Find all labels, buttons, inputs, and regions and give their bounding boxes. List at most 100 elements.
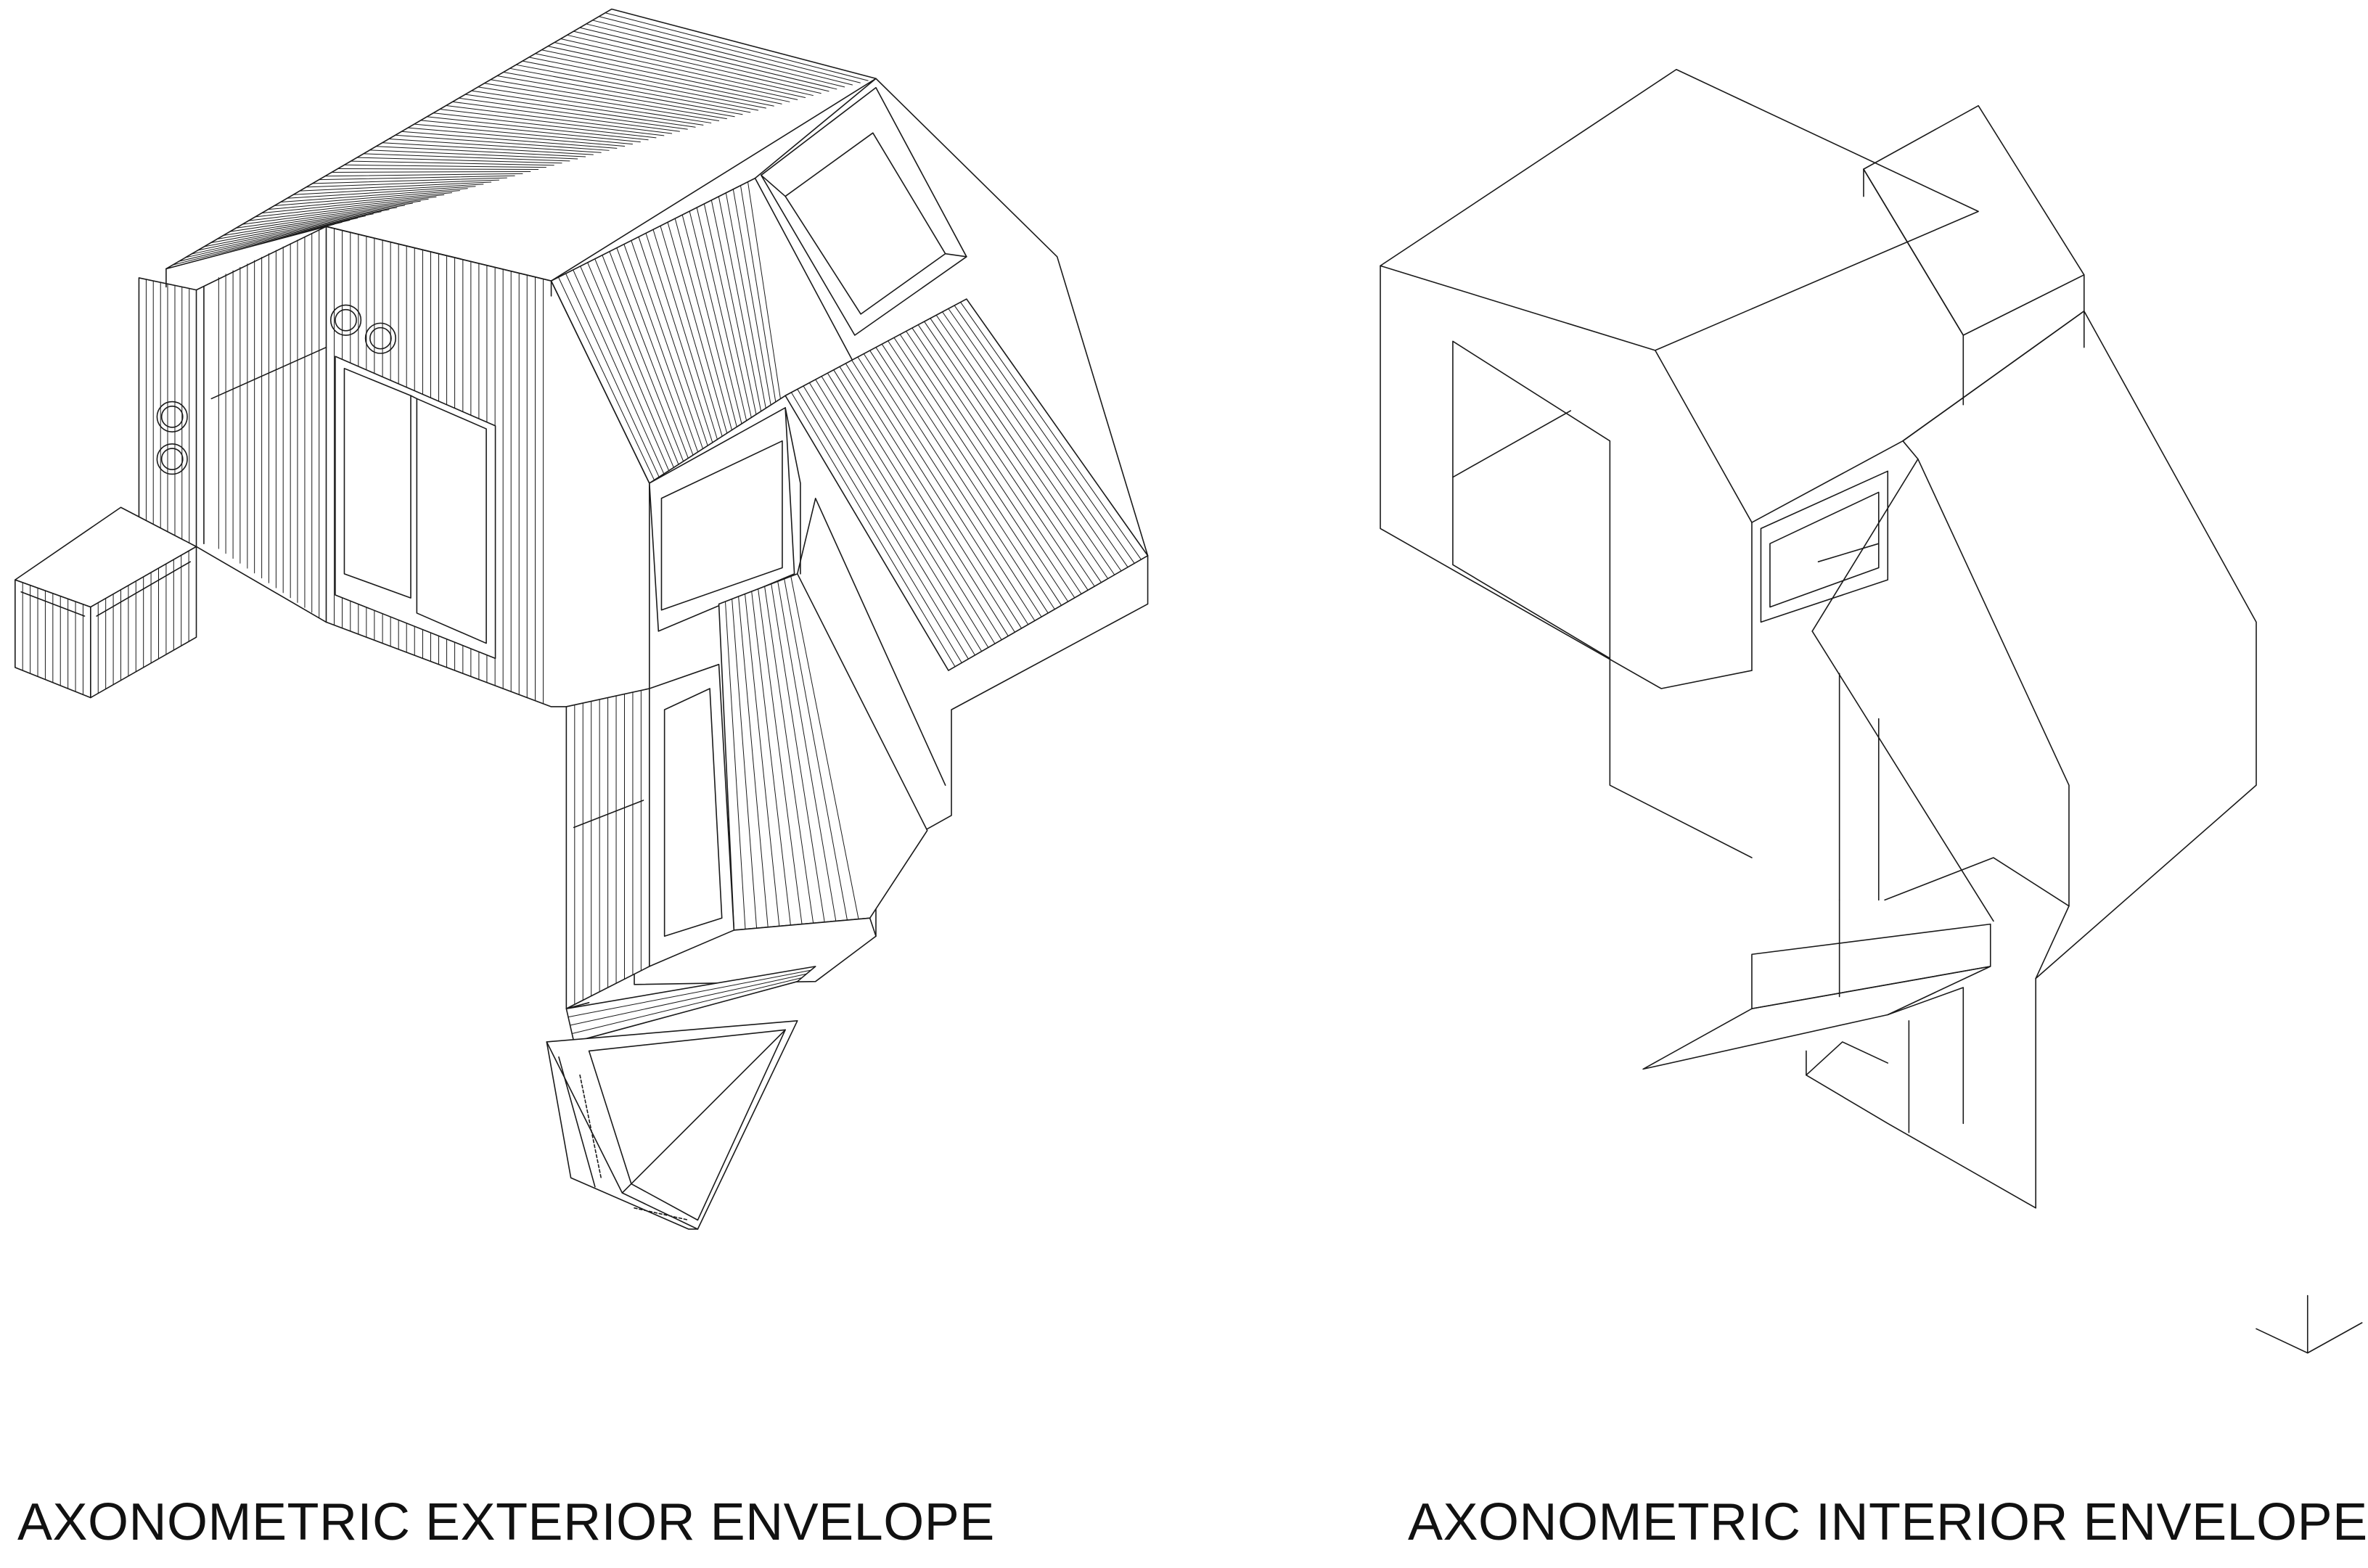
hatch-line (242, 201, 420, 224)
hatch-line (210, 212, 381, 243)
hatch-line (900, 334, 1075, 598)
hatch-line (230, 205, 405, 231)
hatch-line (918, 325, 1094, 586)
hatch-line (791, 576, 859, 919)
hatch-line (605, 13, 868, 81)
hatch-line (268, 193, 451, 210)
hatch-line (573, 270, 664, 474)
hatch-line (491, 80, 726, 119)
hatch-line (925, 321, 1102, 583)
hatch-line (689, 211, 742, 424)
hatch-line (274, 191, 460, 206)
hatch-line (529, 57, 774, 106)
hatch-line (401, 131, 617, 148)
hatch-line (581, 266, 669, 471)
hatch-line (682, 215, 737, 427)
interior-envelope-drawing (1380, 70, 2256, 1208)
hatch-line (446, 106, 672, 134)
hatch-line (332, 171, 530, 172)
hatch-line (840, 366, 1008, 636)
hatch-line (646, 233, 713, 443)
hatch-line (389, 139, 601, 152)
hatch-line (287, 186, 476, 198)
right-roof-ribs (559, 182, 781, 480)
hatch-line (440, 110, 664, 136)
hatch-line (726, 193, 766, 409)
vertical-cladding (146, 230, 319, 617)
hatch-line (697, 208, 746, 421)
hatch-line (765, 586, 814, 923)
hatch-line (338, 168, 538, 169)
hatch-line (675, 218, 732, 430)
hatch-line (255, 197, 436, 216)
hatch-line (593, 20, 853, 85)
hatch-line (930, 319, 1108, 579)
hatch-line (660, 226, 722, 436)
hatch-line (803, 386, 968, 659)
corrugated-roof (173, 13, 869, 266)
side-bench-box (15, 507, 197, 697)
hatch-line (351, 161, 554, 165)
hatch-line (179, 222, 342, 261)
hatch-line (739, 596, 769, 927)
hatch-line (536, 54, 782, 104)
hatch-line (205, 214, 374, 247)
exterior-caption: AXONOMETRIC EXTERIOR ENVELOPE (17, 1493, 995, 1551)
hatch-line (554, 43, 806, 98)
hatch-line (745, 594, 779, 926)
hatch-line (771, 584, 824, 922)
hatch-line (198, 216, 366, 250)
hatch-line (816, 379, 982, 652)
hatch-line (364, 154, 570, 161)
hatch-line (599, 17, 860, 83)
hatch-line (396, 135, 609, 150)
hatch-line (484, 83, 718, 121)
hatch-line (752, 591, 791, 925)
hatch-line (758, 589, 802, 924)
interior-top (1380, 70, 1978, 350)
hatch-line (478, 87, 711, 123)
large-opening (1453, 341, 1610, 658)
hatch-line (741, 186, 776, 402)
hatch-line (313, 178, 507, 184)
small-window (1761, 471, 1888, 622)
hatch-line (732, 599, 757, 929)
hatch-line (465, 94, 695, 127)
hatch-line (639, 237, 708, 446)
hatch-line (595, 259, 679, 464)
hatch-line (602, 255, 684, 461)
hatch-line (580, 28, 837, 89)
hatch-line (624, 245, 698, 452)
hatch-line (357, 157, 562, 163)
hatch-line (733, 189, 771, 405)
arrow-down-icon (2256, 1296, 2362, 1353)
skylight-box (761, 88, 967, 335)
hatch-line (631, 241, 703, 449)
hatch-line (954, 305, 1134, 563)
roof-outline (166, 9, 876, 282)
hatch-line (822, 377, 988, 648)
hatch-line (281, 189, 467, 202)
hatch-line (888, 341, 1062, 606)
hatch-line (567, 35, 821, 93)
hatch-line (704, 204, 751, 417)
hatch-line (864, 354, 1035, 621)
hatch-line (870, 350, 1041, 617)
hatch-line (541, 50, 790, 102)
round-porthole-windows (157, 305, 396, 474)
hatch-line (906, 331, 1081, 594)
hatch-line (572, 977, 802, 1033)
hatch-line (876, 348, 1048, 613)
hatch-line (778, 581, 836, 921)
hatch-line (961, 302, 1142, 559)
hatch-line (827, 373, 995, 644)
hatch-line (224, 208, 397, 235)
hatch-line (949, 308, 1128, 567)
hatch-line (852, 360, 1022, 628)
hatch-line (882, 344, 1054, 609)
hatch-line (726, 602, 745, 929)
hatch-line (894, 337, 1068, 602)
interior-ramp-stair (1610, 459, 2069, 1208)
hatch-line (573, 31, 829, 91)
